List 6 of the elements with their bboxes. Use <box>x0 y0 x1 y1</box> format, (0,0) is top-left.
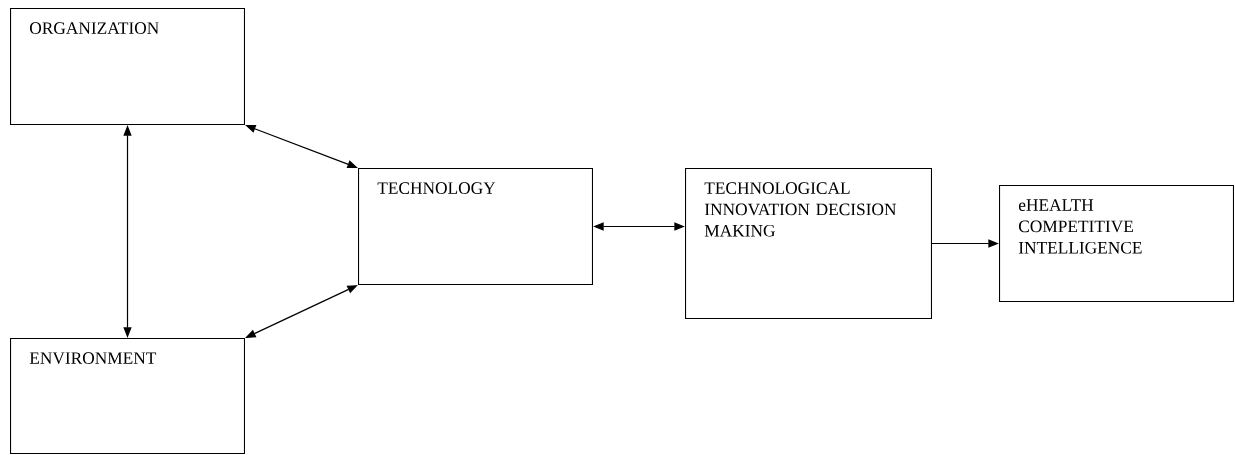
box: ORGANIZATION <box>10 8 245 125</box>
box: TECHNOLOGY <box>358 168 593 285</box>
box: TECHNOLOGICAL INNOVATION DECISION MAKING <box>685 168 932 319</box>
arrow <box>245 285 358 338</box>
box: eHEALTH COMPETITIVE INTELLIGENCE <box>999 185 1234 302</box>
box: ENVIRONMENT <box>10 338 245 454</box>
